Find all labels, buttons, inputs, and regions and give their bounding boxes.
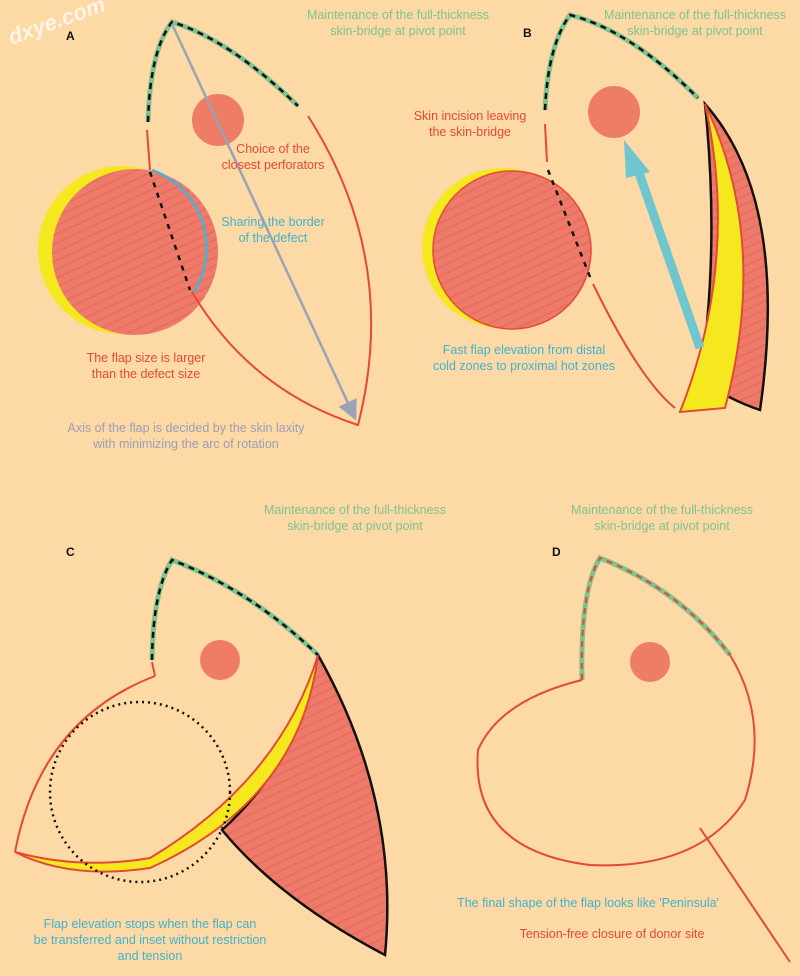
defect-outline	[48, 700, 232, 884]
fat-layer	[14, 654, 319, 873]
incision-line	[14, 675, 156, 853]
shape-note: The final shape of the flap looks like '…	[457, 896, 719, 910]
perforator	[200, 640, 240, 680]
elevation-arrow	[633, 168, 705, 350]
flap-axis-arrow	[170, 23, 357, 421]
perforator	[630, 642, 670, 682]
shared-border	[151, 168, 208, 293]
peninsula-outline	[476, 654, 756, 867]
defect	[52, 169, 218, 335]
fat-layer	[678, 103, 745, 414]
panel-label-d: D	[552, 545, 561, 559]
defect	[432, 170, 592, 330]
skin-bridge	[149, 556, 320, 661]
panel-b	[422, 12, 770, 414]
perforator	[192, 94, 244, 146]
incision-line	[191, 115, 373, 427]
donor-closure-line	[699, 827, 791, 963]
closure-note: Tension-free closure of donor site	[519, 927, 705, 941]
panel-c	[14, 556, 389, 957]
panel-label-c: C	[66, 545, 75, 559]
panel-label-b: B	[523, 26, 532, 40]
axis-note: Axis of the flap is decided by the skin …	[67, 421, 305, 451]
panel-a	[38, 19, 373, 427]
perforator	[588, 86, 640, 138]
panel-label-a: A	[66, 29, 75, 43]
panel-d	[476, 554, 791, 963]
